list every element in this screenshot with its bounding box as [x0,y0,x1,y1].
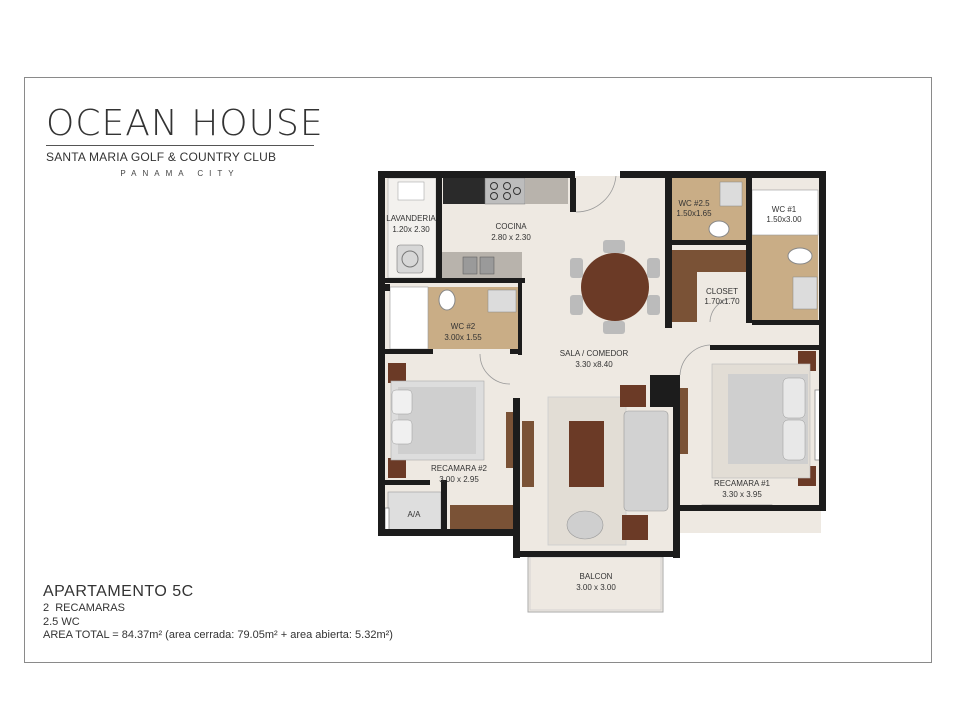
apartment-info: APARTAMENTO 5C 2 RECAMARAS 2.5 WC AREA T… [43,582,393,643]
label-cocina-name: COCINA [495,222,527,231]
living-set [522,385,688,546]
walls [378,171,826,558]
label-wc2-name: WC #2 [451,322,476,331]
apartment-bedrooms: 2 RECAMARAS [43,602,125,614]
label-lavanderia-size: 1.20x 2.30 [392,225,430,234]
apartment-title: APARTAMENTO 5C [43,583,194,600]
brand-title: OCEAN HOUSE [46,103,324,144]
label-wc25-name: WC #2.5 [678,199,710,208]
brand-rule [46,145,314,146]
dining-set [570,240,660,334]
door-swings [479,175,736,385]
brand-city: PANAMA CITY [120,169,240,178]
label-wc25-size: 1.50x1.65 [676,209,712,218]
label-closet-name: CLOSET [706,287,738,296]
label-wc1-size: 1.50x3.00 [766,215,802,224]
label-sala-name: SALA / COMEDOR [560,349,629,358]
label-wc2-size: 3.00x 1.55 [444,333,482,342]
label-balcon-name: BALCON [580,572,613,581]
label-sala-size: 3.30 x8.40 [575,360,613,369]
kitchen-furniture [387,177,568,280]
label-lavanderia-name: LAVANDERIA [386,214,436,223]
label-closet-size: 1.70x1.70 [704,297,740,306]
balcony [527,556,664,613]
label-balcon-size: 3.00 x 3.00 [576,583,616,592]
room-labels: LAVANDERIA 1.20x 2.30 COCINA 2.80 x 2.30… [386,199,802,592]
closet-shelving [450,250,748,529]
label-recamara2-name: RECAMARA #2 [431,464,488,473]
label-recamara1-name: RECAMARA #1 [714,479,771,488]
apartment-bathrooms: 2.5 WC [43,615,80,628]
label-wc1-name: WC #1 [772,205,797,214]
bathroom-fixtures [438,181,818,313]
plan-sheet-border [24,77,932,663]
label-recamara2-size: 3.00 x 2.95 [439,475,479,484]
label-cocina-size: 2.80 x 2.30 [491,233,531,242]
bedroom2-furniture [388,363,518,478]
label-aa: A/A [408,510,422,519]
apartment-area: AREA TOTAL = 84.37m² (area cerrada: 79.0… [43,629,393,641]
brand-block: OCEAN HOUSE SANTA MARIA GOLF & COUNTRY C… [46,103,324,178]
brand-subtitle: SANTA MARIA GOLF & COUNTRY CLUB [46,150,277,164]
bedroom1-furniture [711,351,816,486]
label-recamara1-size: 3.30 x 3.95 [722,490,762,499]
